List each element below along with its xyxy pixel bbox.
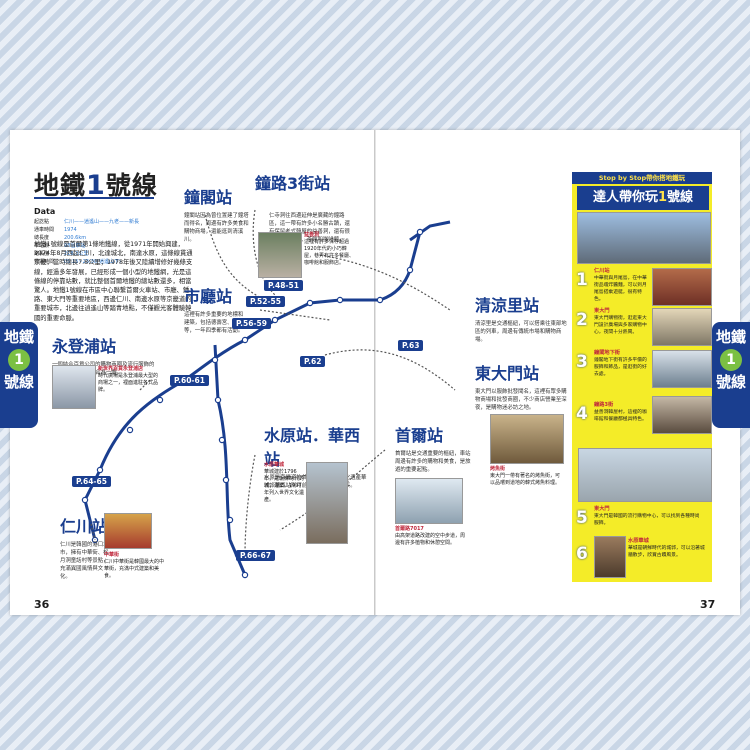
step-6-number: 6 bbox=[576, 544, 588, 564]
photo-seoullo bbox=[395, 478, 463, 524]
photo-step-4 bbox=[652, 396, 712, 434]
caption-chinatown: 中華街 仁川中華街是韓國最大的中華街，充滿中式建築和美食。 bbox=[104, 552, 165, 579]
station-dongdaemun: 東大門站 東大門以服飾批發聞名，這裡有眾多購物商場和批發商圈，不少商店營業至深夜… bbox=[475, 364, 567, 411]
caption-ikseon: 益善洞 這裡有許多保存超過1920年代的小巧韓屋，巷弄有許多餐廳、咖啡館和服飾店… bbox=[304, 232, 355, 266]
step-2-number: 2 bbox=[576, 310, 588, 330]
page-ref-incheon[interactable]: P.64-65 bbox=[72, 476, 111, 487]
title-underline bbox=[34, 197, 154, 199]
photo-suwon-hwaseong bbox=[306, 462, 348, 544]
page-ref-cheongnyangni[interactable]: P.63 bbox=[398, 340, 424, 351]
step-1-number: 1 bbox=[576, 270, 588, 290]
photo-step-6 bbox=[594, 536, 626, 578]
photo-step-2 bbox=[652, 308, 712, 346]
page-ref-jonggak[interactable]: P.52-55 bbox=[246, 296, 285, 307]
photo-grilled-fish bbox=[490, 414, 564, 464]
station-jongno: 鐘路3街站 仁寺洞往西邊延伸是廣藏的鐘路區，這一帶有許多小名勝古蹟，還有保留老式… bbox=[255, 174, 350, 243]
step-5-number: 5 bbox=[576, 508, 588, 528]
page-title: 地鐵1號線 bbox=[34, 170, 158, 201]
station-seoul: 首爾站 首爾站是交通重要的樞紐，車站周邊有許多的購物和美食，是旅遊的重要起點。 bbox=[395, 426, 471, 473]
route-panel-banner: Stop by Stop帶你搭地鐵玩 bbox=[572, 172, 712, 184]
station-jonggak: 鐘閣站 鐘閣站因為曾位置建了鐘塔而得名，周邊有許多美食和購物商場，還能逛到清溪川… bbox=[184, 188, 249, 243]
photo-yeongdeungpo bbox=[52, 365, 96, 409]
step-6-text: 水原華城華城是朝鮮時代的城郭，可以沿著城牆散步，欣賞古蹟風景。 bbox=[628, 538, 705, 558]
book-spine bbox=[374, 130, 376, 615]
photo-step-3 bbox=[652, 350, 712, 388]
step-5-text: 東大門東大門是韓國的流行購物中心，可以找到各種時尚服飾。 bbox=[594, 506, 700, 526]
photo-ikseon bbox=[258, 232, 302, 278]
page-ref-cityhall[interactable]: P.56-59 bbox=[232, 318, 271, 329]
caption-grilled-fish: 烤魚街 東大門一帶有著名的烤魚街，可以品嚐到道地的韓式烤魚料理。 bbox=[490, 466, 561, 486]
step-1-text: 仁川站中華街與月尾島，在中華街品嚐炸醬麵，可以到月尾島搭乘遊艇，很有特色。 bbox=[594, 268, 647, 302]
photo-chinatown bbox=[104, 513, 152, 549]
step-3-number: 3 bbox=[576, 352, 588, 372]
step-2-text: 東大門東大門購物街，逛逛東大門設計廣場與多家購物中心，夜間十分熱鬧。 bbox=[594, 308, 647, 335]
photo-route-hero bbox=[577, 212, 711, 264]
page-number-right: 37 bbox=[700, 598, 716, 611]
step-4-number: 4 bbox=[576, 404, 588, 424]
caption-suwon: 水原華城 華城建於1796年，是朝鮮時代的城郭建築，1997年列入世界文化遺產。 bbox=[264, 462, 305, 503]
station-cityhall: 市廳站 這裡有許多重要的地標和建築，包括德壽宮、市廳等，一年四季都有活動。 bbox=[184, 287, 244, 334]
page-ref-jongno[interactable]: P.48-51 bbox=[264, 280, 303, 291]
step-4-text: 鐘路3街益善洞韓屋村，這裡的咖啡館和餐廳都極具特色。 bbox=[594, 402, 647, 422]
step-3-text: 鐘閣地下街鐘閣地下街有許多平價的服飾和飾品，是逛街的好去處。 bbox=[594, 350, 647, 377]
intro-paragraph: 地鐵1號線是首爾第1條地鐵線，從1971年開始興建，1974年8月西起仁川，北達… bbox=[34, 241, 193, 322]
route-panel-title: 達人帶你玩1號線 bbox=[577, 186, 709, 210]
station-cheongnyangni: 清涼里站 清涼里是交通樞紐，可以搭乘往東部地區的列車，周邊有傳統市場和購物商場。 bbox=[475, 296, 567, 343]
page-ref-suwon[interactable]: P.66-67 bbox=[236, 550, 275, 561]
caption-seoullo: 首爾路7017 由高架道路改建的空中步道，周邊有許多植物和休憩空間。 bbox=[395, 526, 466, 546]
caption-yeongdeungpo: 新世界百貨永登浦店 時代廣場是永登浦最大型的商場之一，裡面進駐各式品牌。 bbox=[98, 366, 159, 393]
page-ref-dongdaemun[interactable]: P.62 bbox=[300, 356, 326, 367]
station-incheon: 仁川站 仁川是韓國的港口城市，擁有中華街、松月洞童話村等景點，充滿異國風情與文化… bbox=[60, 517, 109, 580]
photo-step-5 bbox=[578, 448, 712, 502]
page-number-left: 36 bbox=[34, 598, 50, 611]
page-ref-yeongdeungpo[interactable]: P.60-61 bbox=[170, 375, 209, 386]
photo-step-1 bbox=[652, 268, 712, 306]
